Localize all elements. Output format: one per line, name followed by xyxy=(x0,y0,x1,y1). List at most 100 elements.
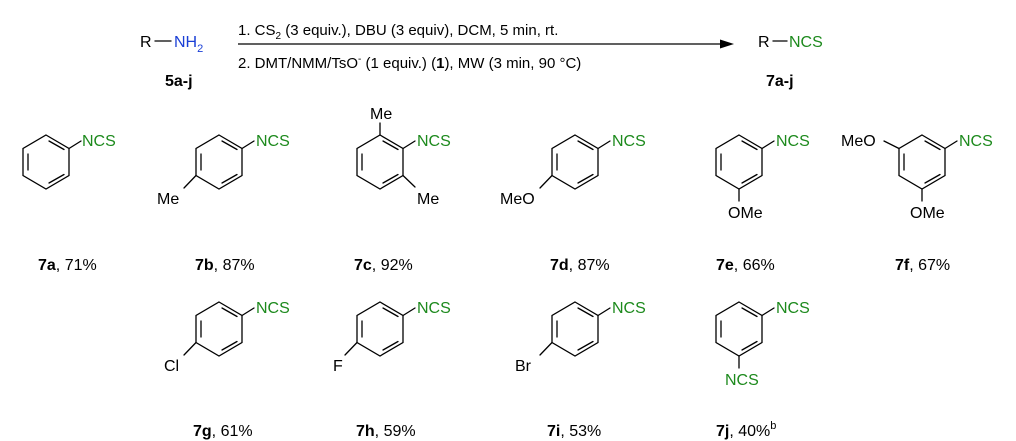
double-bond xyxy=(48,173,65,184)
double-bond xyxy=(221,307,238,318)
methoxy-substituent: OMe xyxy=(910,205,945,222)
compound-label: 7h, 59% xyxy=(356,423,416,440)
reactant-label: 5a-j xyxy=(165,73,193,90)
double-bond xyxy=(382,173,399,184)
ncs-bond xyxy=(68,140,82,150)
compound-7e: NCS OMe 7e, 66% xyxy=(715,133,810,274)
conditions-step-1: 1. CS2 (3 equiv.), DBU (3 equiv), DCM, 5… xyxy=(238,22,558,42)
compound-7d: NCS MeO 7d, 87% xyxy=(500,133,646,274)
product-r: R xyxy=(758,34,770,51)
compound-label: 7e, 66% xyxy=(716,257,775,274)
ncs-bond xyxy=(241,307,255,317)
double-bond xyxy=(924,140,941,151)
ncs-group: NCS xyxy=(959,133,993,150)
benzene-ring xyxy=(195,301,243,357)
methoxy-bond xyxy=(883,140,900,150)
benzene-ring xyxy=(356,301,404,357)
compound-7g: NCS Cl 7g, 61% xyxy=(164,300,290,440)
double-bond xyxy=(382,340,399,351)
compound-7a: NCS 7a, 71% xyxy=(22,133,116,274)
compound-label: 7a, 71% xyxy=(38,257,97,274)
benzene-ring xyxy=(356,134,404,190)
benzene-ring xyxy=(22,134,70,190)
methoxy-substituent: MeO xyxy=(841,133,876,150)
reaction-equation: R NH2 5a-j 1. CS2 (3 equiv.), DBU (3 equ… xyxy=(140,22,823,90)
benzene-ring xyxy=(551,134,599,190)
compound-label: 7b, 87% xyxy=(195,257,255,274)
methyl-substituent: Me xyxy=(157,191,179,208)
product-label: 7a-j xyxy=(766,73,794,90)
benzene-ring xyxy=(898,134,946,190)
ncs-group: NCS xyxy=(776,133,810,150)
double-bond xyxy=(221,173,238,184)
product-ncs: NCS xyxy=(789,34,823,51)
ncs-group: NCS xyxy=(417,133,451,150)
compound-7j: NCS NCS 7j, 40%b xyxy=(715,300,810,440)
double-bond xyxy=(577,307,594,318)
bromo-bond xyxy=(539,341,553,356)
compound-7h: NCS F 7h, 59% xyxy=(333,300,451,440)
double-bond xyxy=(741,173,758,184)
double-bond xyxy=(382,307,399,318)
benzene-ring xyxy=(195,134,243,190)
ncs-group: NCS xyxy=(612,133,646,150)
amine-subscript: 2 xyxy=(197,43,203,55)
double-bond xyxy=(577,140,594,151)
ncs-bond xyxy=(402,307,416,317)
ncs-bond xyxy=(241,140,255,150)
double-bond xyxy=(48,140,65,151)
methoxy-bond xyxy=(539,174,553,189)
chloro-substituent: Cl xyxy=(164,358,179,375)
double-bond xyxy=(221,140,238,151)
methoxy-substituent: OMe xyxy=(728,205,763,222)
ncs-group: NCS xyxy=(417,300,451,317)
bromo-substituent: Br xyxy=(515,358,532,375)
double-bond xyxy=(382,140,399,151)
double-bond xyxy=(221,340,238,351)
compound-label: 7c, 92% xyxy=(354,257,413,274)
fluoro-substituent: F xyxy=(333,358,343,375)
methyl-substituent: Me xyxy=(417,191,439,208)
ncs-group: NCS xyxy=(256,133,290,150)
double-bond xyxy=(924,173,941,184)
chloro-bond xyxy=(183,341,197,356)
ncs-bond xyxy=(761,307,775,317)
compound-label: 7d, 87% xyxy=(550,257,610,274)
compound-label: 7g, 61% xyxy=(193,423,253,440)
methoxy-substituent: MeO xyxy=(500,191,535,208)
ncs-group: NCS xyxy=(612,300,646,317)
ncs-bond xyxy=(597,307,611,317)
double-bond xyxy=(741,340,758,351)
footnote-marker: b xyxy=(770,420,776,432)
amine-nh: NH xyxy=(174,34,197,51)
fluoro-bond xyxy=(344,341,358,356)
compound-label: 7f, 67% xyxy=(895,257,950,274)
methyl-substituent: Me xyxy=(370,106,392,123)
double-bond xyxy=(577,173,594,184)
double-bond xyxy=(577,340,594,351)
ncs-bond xyxy=(402,140,416,150)
ncs-bond xyxy=(597,140,611,150)
benzene-ring xyxy=(715,134,763,190)
reactant-r: R xyxy=(140,34,152,51)
ncs-bond xyxy=(944,140,958,150)
double-bond xyxy=(741,140,758,151)
compound-7b: NCS Me 7b, 87% xyxy=(157,133,290,274)
compound-7f: NCS MeO OMe 7f, 67% xyxy=(841,133,993,274)
compound-label: 7i, 53% xyxy=(547,423,601,440)
ncs-group: NCS xyxy=(256,300,290,317)
ncs-group: NCS xyxy=(776,300,810,317)
ncs-group: NCS xyxy=(725,372,759,389)
reactant-amine: NH2 xyxy=(174,34,203,55)
methyl-bond xyxy=(402,174,416,188)
benzene-ring xyxy=(715,301,763,357)
ncs-group: NCS xyxy=(82,133,116,150)
compound-7c: NCS Me Me 7c, 92% xyxy=(354,106,451,274)
compound-7i: NCS Br 7i, 53% xyxy=(515,300,646,440)
conditions-step-2: 2. DMT/NMM/TsO- (1 equiv.) (1), MW (3 mi… xyxy=(238,54,581,72)
reaction-arrowhead xyxy=(720,39,734,49)
ncs-bond xyxy=(761,140,775,150)
double-bond xyxy=(741,307,758,318)
methyl-bond xyxy=(183,174,197,189)
